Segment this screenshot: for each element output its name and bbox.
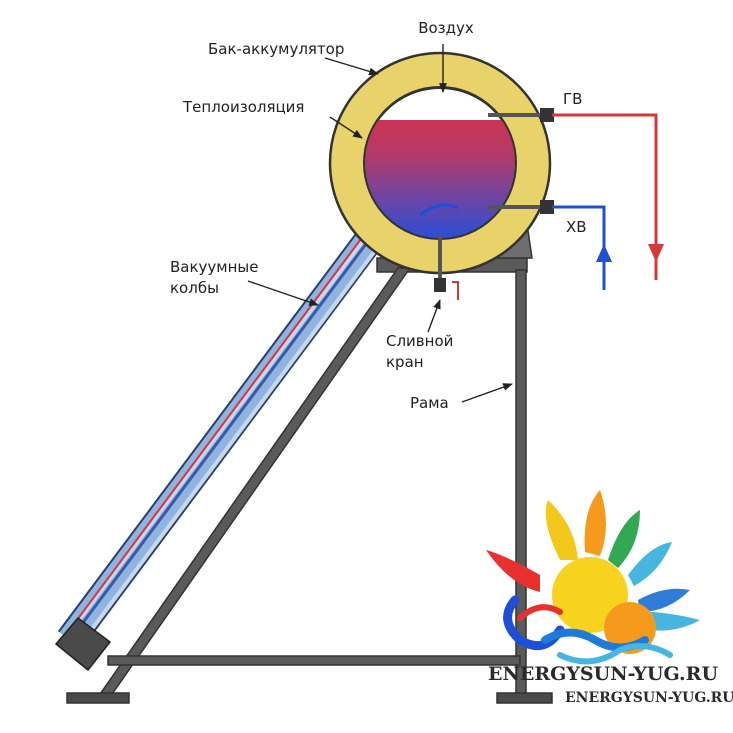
label-drain-valve-2: кран [386,353,424,371]
wave-icon [503,595,673,665]
cold-water-pipe [552,205,606,290]
cold-water-arrow [596,244,612,262]
labels: Воздух Бак-аккумулятор Теплоизоляция ГВ … [170,19,587,412]
label-frame: Рама [410,394,449,412]
frame-foot-left [66,692,130,704]
pipes [488,108,664,290]
vacuum-tubes [54,196,408,672]
label-vacuum-tubes-1: Вакуумные [170,258,259,276]
air-gap [378,87,502,120]
drain-valve [434,235,459,300]
tube-end-cap [54,616,112,672]
label-air: Воздух [418,19,474,37]
frame-foot-right [496,692,553,704]
frame-leg-diagonal [96,267,412,698]
storage-tank [328,51,552,275]
watermark-text-small: ENERGYSUN-YUG.RU [565,690,733,706]
label-hot-water: ГВ [563,90,582,108]
label-insulation: Теплоизоляция [182,98,304,116]
watermark-text-large: ENERGYSUN-YUG.RU [488,663,718,685]
leader-lines [247,44,513,403]
watermark-logo: ENERGYSUN-YUG.RU ENERGYSUN-YUG.RU [486,490,733,706]
label-tank: Бак-аккумулятор [208,40,344,58]
frame-crossbar [107,655,521,666]
label-cold-water: ХВ [566,218,587,236]
label-drain-valve-1: Сливной [386,332,453,350]
hot-water-arrow [648,244,664,262]
hot-water-pipe [552,113,658,280]
label-vacuum-tubes-2: колбы [170,279,219,297]
